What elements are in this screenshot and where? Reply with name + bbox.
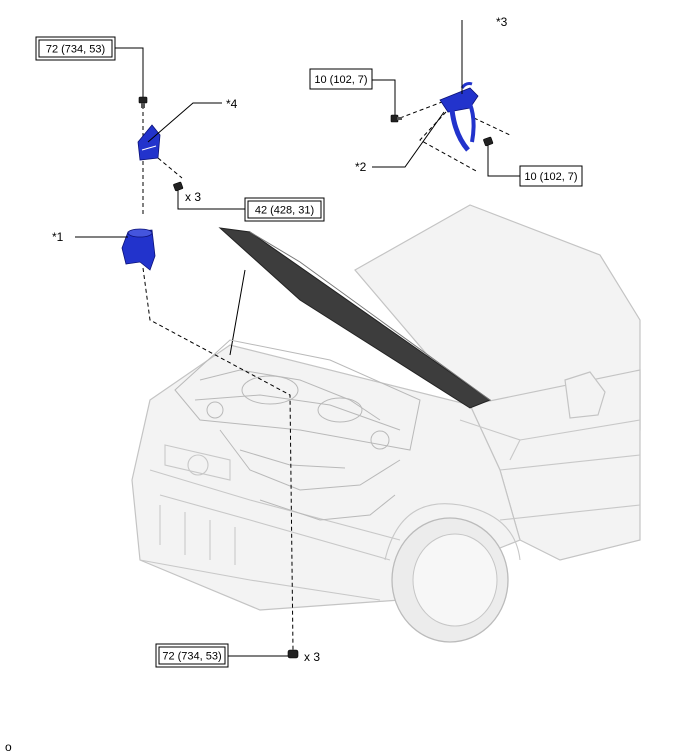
callout-label-4: *4 [226,97,238,111]
part-3-hose-assembly [439,82,479,152]
assembly-lines [142,101,511,651]
torque-value: 42 (428, 31) [255,205,314,217]
torque-spec-bottom: 72 (734, 53) [155,643,229,668]
torque-value: 10 (102, 7) [314,74,367,86]
callout-label-2: *2 [355,160,367,174]
torque-value: 72 (734, 53) [46,44,105,56]
torque-value: 10 (102, 7) [524,171,577,183]
callout-label-1: *1 [52,230,64,244]
bolt-icon [173,181,184,192]
leader-lines [75,20,520,657]
vehicle-illustration [131,204,641,643]
quantity-label: x 3 [304,650,320,664]
part-4-bracket [137,124,161,161]
engine-bay [174,339,421,521]
torque-spec-right-upper: 10 (102, 7) [309,68,373,90]
nut-icon [287,649,299,659]
quantity-label: x 3 [185,190,201,204]
figure-mark: o [5,740,12,754]
torque-value: 72 (734, 53) [162,651,221,663]
bolt-icon [483,136,494,147]
callout-label-3: *3 [496,15,508,29]
bolt-icon [138,96,148,108]
torque-spec-top-left: 72 (734, 53) [35,36,116,61]
bolt-icon [390,114,402,123]
torque-spec-mid: 42 (428, 31) [244,197,325,222]
torque-spec-right-lower: 10 (102, 7) [519,165,583,187]
part-1-component [121,228,156,271]
